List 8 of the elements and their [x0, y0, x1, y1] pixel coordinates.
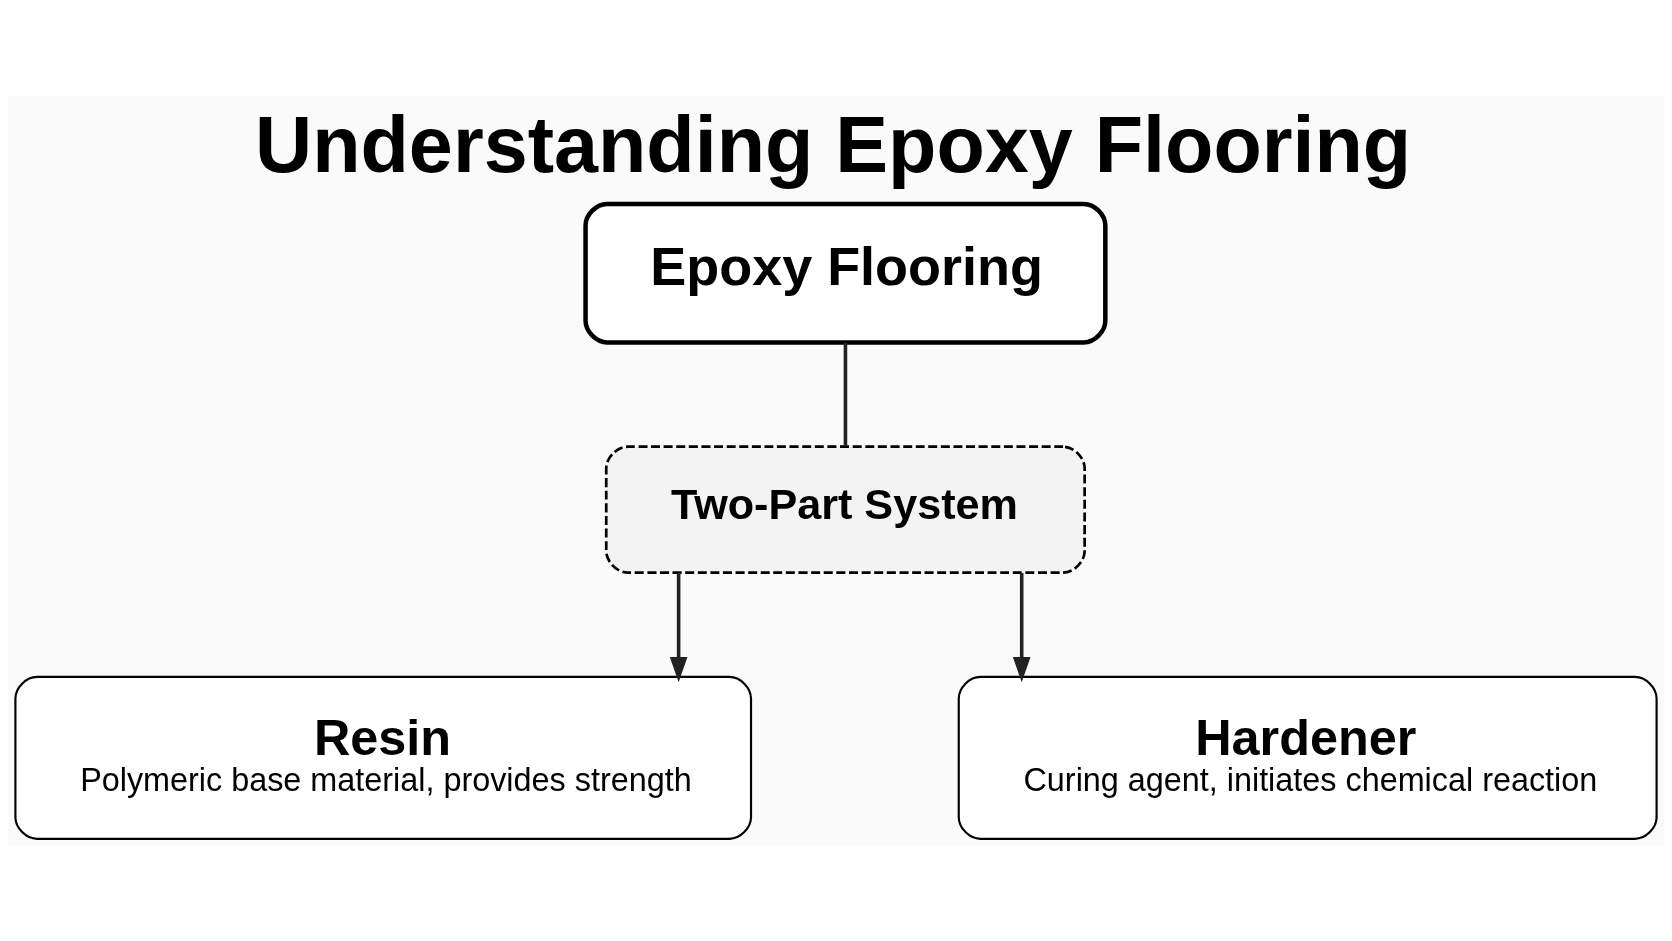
- node-box: Resin Polymeric base material, provides strength: [14, 675, 753, 840]
- node-box: Hardener Curing agent, initiates chemical reaction: [957, 675, 1658, 840]
- arrow: [1012, 572, 1031, 682]
- connector: [843, 342, 848, 446]
- node-box: Two-Part System: [604, 444, 1086, 574]
- node-box: Epoxy Flooring: [583, 201, 1108, 345]
- arrow: [669, 572, 688, 682]
- diagram-title: Understanding Epoxy Flooring: [255, 99, 1412, 189]
